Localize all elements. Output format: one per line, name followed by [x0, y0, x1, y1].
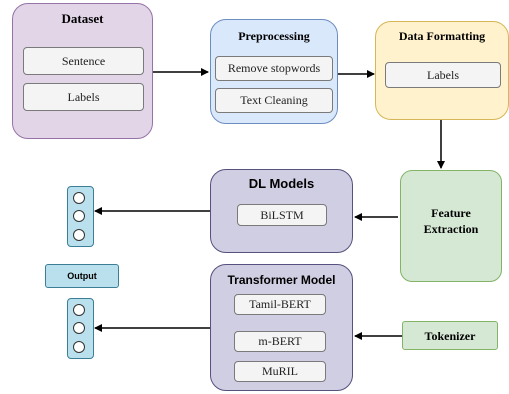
tokenizer-box: Tokenizer	[402, 321, 498, 350]
transformer-item-tamil-bert: Tamil-BERT	[234, 294, 326, 315]
output-neuron-circle	[73, 322, 85, 334]
feature-extraction-box: Feature Extraction	[400, 170, 502, 282]
feature-extraction-title-line2: Extraction	[423, 222, 479, 236]
output-label: Output	[45, 264, 119, 288]
preprocessing-box: Preprocessing Remove stopwords Text Clea…	[210, 19, 338, 124]
data-formatting-title: Data Formatting	[398, 29, 486, 43]
preprocessing-item-remove-stopwords: Remove stopwords	[215, 56, 333, 81]
dl-models-item-bilstm: BiLSTM	[237, 204, 327, 226]
output-node-transformer	[67, 298, 94, 359]
preprocessing-title: Preprocessing	[238, 29, 310, 43]
dl-models-title: DL Models	[248, 176, 315, 191]
transformer-item-m-bert: m-BERT	[234, 331, 326, 352]
output-neuron-circle	[73, 229, 85, 241]
dataset-item-sentence: Sentence	[23, 47, 144, 75]
data-formatting-box: Data Formatting Labels	[375, 21, 509, 120]
transformer-model-box: Transformer Model Tamil-BERT m-BERT MuRI…	[210, 264, 353, 391]
transformer-model-title: Transformer Model	[227, 273, 336, 287]
output-neuron-circle	[73, 192, 85, 204]
dl-models-box: DL Models BiLSTM	[210, 169, 353, 253]
output-neuron-circle	[73, 304, 85, 316]
output-neuron-circle	[73, 341, 85, 353]
output-neuron-circle	[73, 210, 85, 222]
output-node-dl	[67, 186, 94, 247]
output-label-text: Output	[67, 271, 97, 281]
dataset-box: Dataset Sentence Labels	[12, 3, 153, 139]
feature-extraction-title-line1: Feature	[431, 206, 471, 220]
preprocessing-item-text-cleaning: Text Cleaning	[215, 88, 333, 113]
dataset-item-labels: Labels	[23, 83, 144, 111]
dataset-title: Dataset	[61, 11, 104, 26]
tokenizer-title: Tokenizer	[424, 329, 476, 343]
transformer-item-muril: MuRIL	[234, 361, 326, 382]
data-formatting-item-labels: Labels	[385, 62, 501, 88]
